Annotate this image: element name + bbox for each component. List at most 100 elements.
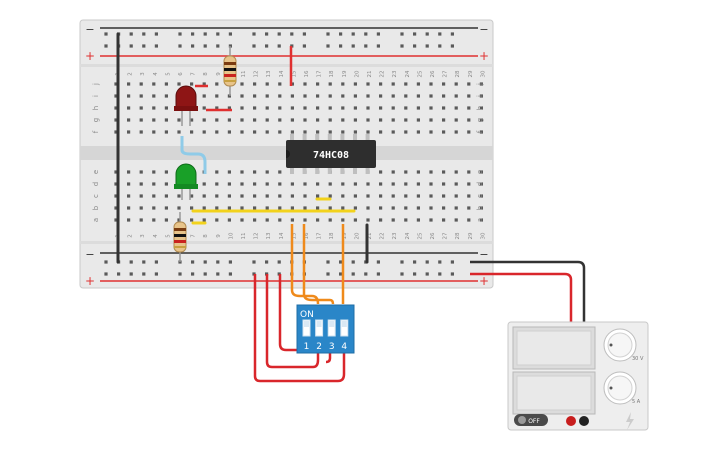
breadboard-hole[interactable] xyxy=(152,118,156,122)
breadboard-hole[interactable] xyxy=(127,170,131,174)
breadboard-hole[interactable] xyxy=(391,194,395,198)
breadboard-hole[interactable] xyxy=(366,206,370,210)
rail-hole[interactable] xyxy=(302,32,306,36)
rail-hole[interactable] xyxy=(228,272,232,276)
rail-hole[interactable] xyxy=(364,32,368,36)
rail-hole[interactable] xyxy=(216,272,220,276)
breadboard-hole[interactable] xyxy=(202,194,206,198)
breadboard-hole[interactable] xyxy=(227,206,231,210)
breadboard-hole[interactable] xyxy=(240,130,244,134)
rail-hole[interactable] xyxy=(326,260,330,264)
breadboard-hole[interactable] xyxy=(404,170,408,174)
breadboard-hole[interactable] xyxy=(164,82,168,86)
breadboard-hole[interactable] xyxy=(253,182,257,186)
power-supply[interactable]: 30 V 5 A OFF xyxy=(507,321,649,431)
breadboard-hole[interactable] xyxy=(164,106,168,110)
breadboard-hole[interactable] xyxy=(139,182,143,186)
breadboard-hole[interactable] xyxy=(442,194,446,198)
breadboard-hole[interactable] xyxy=(316,130,320,134)
breadboard-hole[interactable] xyxy=(303,118,307,122)
rail-hole[interactable] xyxy=(413,32,417,36)
rail-hole[interactable] xyxy=(413,260,417,264)
breadboard-hole[interactable] xyxy=(341,182,345,186)
breadboard-hole[interactable] xyxy=(379,94,383,98)
breadboard-hole[interactable] xyxy=(290,218,294,222)
rail-hole[interactable] xyxy=(191,272,195,276)
breadboard-hole[interactable] xyxy=(366,94,370,98)
breadboard-hole[interactable] xyxy=(265,194,269,198)
breadboard-hole[interactable] xyxy=(442,206,446,210)
breadboard-hole[interactable] xyxy=(164,170,168,174)
rail-hole[interactable] xyxy=(216,260,220,264)
rail-hole[interactable] xyxy=(104,44,108,48)
breadboard-hole[interactable] xyxy=(454,182,458,186)
breadboard-hole[interactable] xyxy=(127,82,131,86)
breadboard-hole[interactable] xyxy=(127,118,131,122)
breadboard-hole[interactable] xyxy=(177,206,181,210)
breadboard-hole[interactable] xyxy=(215,94,219,98)
breadboard-hole[interactable] xyxy=(240,106,244,110)
breadboard-hole[interactable] xyxy=(429,182,433,186)
breadboard-hole[interactable] xyxy=(391,206,395,210)
breadboard-hole[interactable] xyxy=(316,218,320,222)
breadboard-hole[interactable] xyxy=(278,206,282,210)
rail-hole[interactable] xyxy=(129,44,133,48)
breadboard-hole[interactable] xyxy=(391,94,395,98)
breadboard-hole[interactable] xyxy=(429,170,433,174)
breadboard-hole[interactable] xyxy=(265,130,269,134)
rail-hole[interactable] xyxy=(129,260,133,264)
breadboard-hole[interactable] xyxy=(278,106,282,110)
breadboard-hole[interactable] xyxy=(416,94,420,98)
breadboard-hole[interactable] xyxy=(303,206,307,210)
breadboard-hole[interactable] xyxy=(429,194,433,198)
rail-hole[interactable] xyxy=(277,32,281,36)
breadboard-hole[interactable] xyxy=(177,118,181,122)
breadboard-hole[interactable] xyxy=(114,94,118,98)
breadboard-hole[interactable] xyxy=(442,94,446,98)
breadboard-hole[interactable] xyxy=(114,118,118,122)
breadboard-hole[interactable] xyxy=(379,182,383,186)
breadboard-hole[interactable] xyxy=(164,182,168,186)
breadboard-hole[interactable] xyxy=(164,218,168,222)
breadboard-hole[interactable] xyxy=(467,130,471,134)
breadboard-hole[interactable] xyxy=(265,94,269,98)
breadboard-hole[interactable] xyxy=(341,94,345,98)
rail-hole[interactable] xyxy=(203,272,207,276)
rail-hole[interactable] xyxy=(364,44,368,48)
breadboard-hole[interactable] xyxy=(152,182,156,186)
breadboard-hole[interactable] xyxy=(190,194,194,198)
breadboard-hole[interactable] xyxy=(127,94,131,98)
breadboard-hole[interactable] xyxy=(442,170,446,174)
rail-hole[interactable] xyxy=(129,272,133,276)
breadboard-hole[interactable] xyxy=(215,82,219,86)
breadboard-hole[interactable] xyxy=(202,118,206,122)
breadboard-hole[interactable] xyxy=(467,182,471,186)
breadboard-hole[interactable] xyxy=(366,182,370,186)
breadboard-hole[interactable] xyxy=(114,170,118,174)
breadboard-hole[interactable] xyxy=(391,182,395,186)
breadboard-hole[interactable] xyxy=(454,218,458,222)
breadboard-hole[interactable] xyxy=(404,106,408,110)
breadboard-hole[interactable] xyxy=(379,82,383,86)
rail-hole[interactable] xyxy=(450,44,454,48)
breadboard-hole[interactable] xyxy=(442,182,446,186)
breadboard-hole[interactable] xyxy=(152,82,156,86)
breadboard-hole[interactable] xyxy=(240,206,244,210)
breadboard-hole[interactable] xyxy=(290,94,294,98)
breadboard-hole[interactable] xyxy=(253,106,257,110)
breadboard-hole[interactable] xyxy=(328,118,332,122)
breadboard-hole[interactable] xyxy=(442,82,446,86)
breadboard-hole[interactable] xyxy=(366,218,370,222)
rail-hole[interactable] xyxy=(203,44,207,48)
breadboard-hole[interactable] xyxy=(152,206,156,210)
chip-74hc08[interactable]: 74HC08 xyxy=(286,134,376,174)
breadboard-hole[interactable] xyxy=(404,194,408,198)
breadboard-hole[interactable] xyxy=(479,182,483,186)
breadboard-hole[interactable] xyxy=(316,194,320,198)
breadboard-hole[interactable] xyxy=(316,106,320,110)
breadboard-hole[interactable] xyxy=(416,130,420,134)
breadboard-hole[interactable] xyxy=(278,182,282,186)
breadboard-hole[interactable] xyxy=(215,130,219,134)
breadboard-hole[interactable] xyxy=(215,118,219,122)
breadboard-hole[interactable] xyxy=(114,218,118,222)
